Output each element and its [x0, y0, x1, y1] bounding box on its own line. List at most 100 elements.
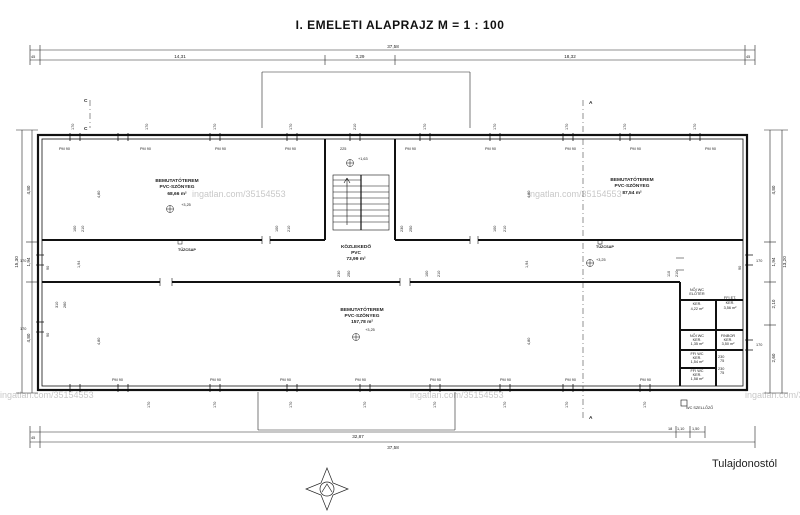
svg-text:210: 210	[353, 124, 357, 130]
door-dim: 210	[675, 271, 679, 277]
hydrant-icon	[597, 239, 603, 245]
svg-text:170: 170	[493, 124, 497, 130]
hydrant-icon	[177, 239, 183, 245]
dim-top-total: 37,58	[387, 44, 399, 49]
wc-door-dim: 230	[718, 355, 724, 359]
corridor-dim: 1,94	[77, 261, 81, 268]
wc-room-name: NŐI WC	[690, 287, 704, 292]
bottom-dimension-lines	[29, 392, 756, 448]
room-right-floor: PVC-SZÖNYEG	[615, 182, 650, 189]
window-label: PM 90	[430, 378, 441, 382]
section-mark-c: C	[84, 126, 88, 132]
dim-bottom-r1: 1,10	[677, 427, 684, 431]
side-window-width: 90	[46, 266, 50, 270]
section-mark-a: A	[589, 100, 593, 106]
svg-text:170: 170	[147, 402, 151, 408]
dim-right-seg: 2,60	[771, 353, 776, 362]
door-dim: 250	[409, 226, 413, 232]
side-window-width: 90	[46, 333, 50, 337]
dim-left-seg: 4,80	[26, 185, 31, 194]
window-label: PM 90	[500, 378, 511, 382]
dim-top-mid: 3,29	[356, 54, 365, 59]
svg-text:170: 170	[423, 124, 427, 130]
wc-room-name: FFI WC	[690, 352, 703, 356]
room-right-name: BEMUTATÓTEREM	[610, 175, 653, 183]
top-dimension-lines	[29, 45, 756, 128]
wc-room-floor: KER.	[693, 338, 702, 342]
watermark: ingatlan.com/35154553	[528, 189, 622, 199]
dim-top-right: 18,32	[564, 54, 576, 59]
svg-text:170: 170	[565, 402, 569, 408]
svg-text:170: 170	[643, 402, 647, 408]
wc-room-area: 1,35 m²	[691, 342, 705, 346]
door-dim: 100	[425, 271, 429, 277]
section-mark-a: A	[589, 415, 593, 421]
corridor-floor: PVC	[351, 250, 361, 256]
stair-level: +1,63	[358, 157, 368, 161]
window-label: PM 90	[630, 147, 641, 151]
left-dimension-lines	[16, 129, 38, 394]
dim-right-total: 13,20	[782, 256, 787, 268]
dim-right-seg: 4,80	[771, 185, 776, 194]
hydrant-label: TŰZCSAP	[596, 244, 614, 249]
corridor-dim: 1,94	[525, 261, 529, 268]
watermark: ingatlan.com/35154553	[410, 390, 504, 400]
svg-text:170: 170	[289, 124, 293, 130]
dim-bottom-left: 32,87	[352, 434, 364, 439]
door-dim: 210	[287, 226, 291, 232]
door-dim: 210	[81, 226, 85, 232]
door-dim: 230	[337, 271, 341, 277]
svg-text:170: 170	[213, 124, 217, 130]
wc-room-floor: KER.	[724, 338, 733, 342]
dim-bottom-total: 37,58	[387, 445, 399, 450]
wc-room-name: NŐI WC	[690, 333, 704, 338]
window-label: PM 90	[405, 147, 416, 151]
watermark: ingatlan.com/35154553	[192, 189, 286, 199]
wall-dim: 310	[55, 302, 59, 308]
window-label: PM 90	[485, 147, 496, 151]
svg-text:170: 170	[623, 124, 627, 130]
wc-room-floor: KER.	[693, 302, 702, 306]
door-label: 225	[340, 147, 346, 151]
window-label: PM 90	[565, 378, 576, 382]
dim-left-seg: 1,94	[26, 257, 31, 266]
wc-door-dim: 75	[720, 359, 724, 363]
window-label: PM 90	[280, 378, 291, 382]
window-label: PM 90	[59, 147, 70, 151]
svg-text:170: 170	[565, 124, 569, 130]
wc-door-dim: 230	[718, 367, 724, 371]
side-window-label: 170	[756, 259, 762, 263]
wc-room-floor: KER.	[693, 373, 702, 377]
plan-title: I. EMELETI ALAPRAJZ M = 1 : 100	[295, 18, 505, 32]
dim-top-left: 14,31	[174, 54, 186, 59]
dim-edge-bottom: 45	[31, 436, 35, 440]
window-label: PM 90	[355, 378, 366, 382]
wall-dim: 260	[63, 302, 67, 308]
window-label: PM 90	[640, 378, 651, 382]
watermark: ingatlan.com/35154553	[745, 390, 800, 400]
dim-left-seg: 4,80	[26, 333, 31, 342]
watermark: ingatlan.com/35154553	[0, 390, 94, 400]
section-mark-c: C	[84, 98, 88, 104]
wc-room-area: 1,54 m²	[691, 360, 705, 364]
outer-walls	[36, 133, 749, 392]
wc-room-floor: KER.	[693, 356, 702, 360]
side-window-label: 170	[756, 343, 762, 347]
svg-text:170: 170	[71, 124, 75, 130]
window-label: PM 90	[705, 147, 716, 151]
dim-left-total: 15,30	[14, 256, 19, 268]
window-label: PM 90	[215, 147, 226, 151]
room-depth-dim: 4,80	[527, 338, 531, 345]
wc-room-floor: KER.	[726, 301, 735, 305]
room-left-area: 68,66 m²	[167, 191, 187, 197]
interior-walls	[42, 139, 743, 386]
dim-bottom-r2: 1,50	[692, 427, 699, 431]
window-label: PM 90	[140, 147, 151, 151]
wc-room-area: 1,58 m²	[691, 377, 705, 381]
dim-edge-right: 45	[746, 55, 750, 59]
wc-door-dim: 75	[720, 371, 724, 375]
door-marks	[159, 236, 684, 286]
svg-text:170: 170	[289, 402, 293, 408]
room-left-name: BEMUTATÓTEREM	[155, 176, 198, 184]
